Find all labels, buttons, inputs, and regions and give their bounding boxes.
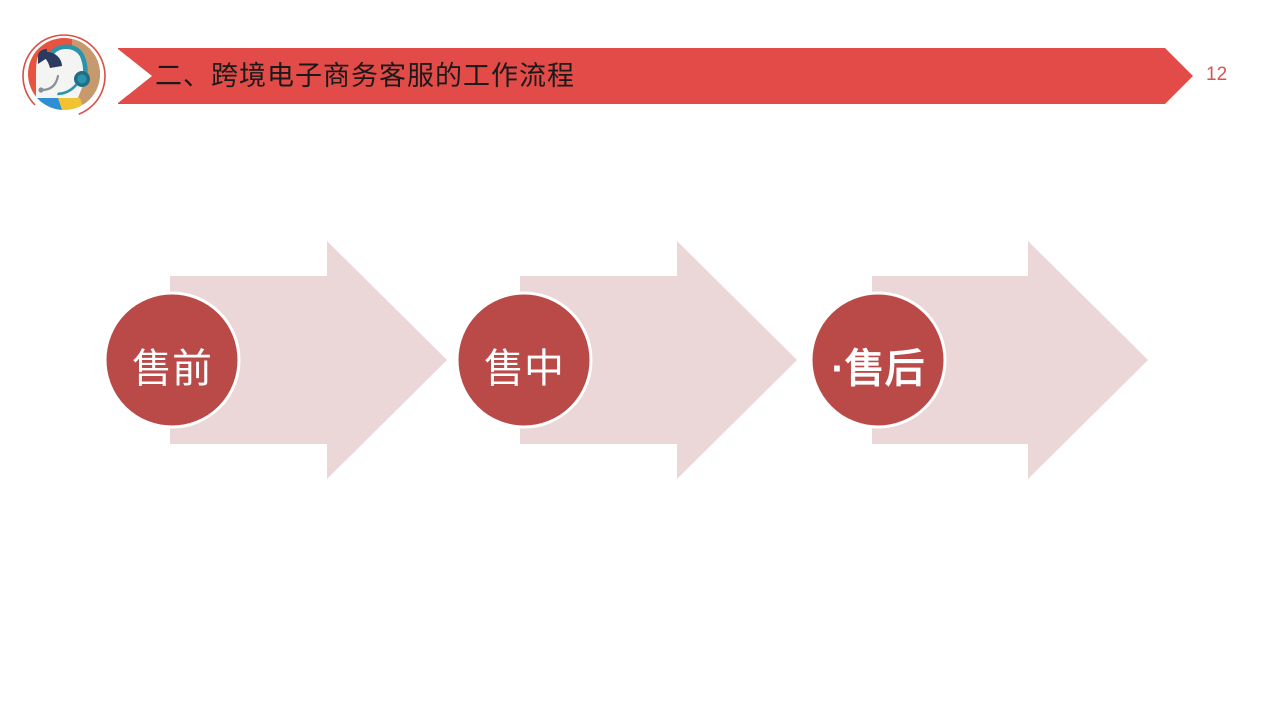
page-title: 二、跨境电子商务客服的工作流程 xyxy=(155,61,575,91)
flow-stage-label-2: 售中 xyxy=(484,347,564,391)
slide-header: 二、跨境电子商务客服的工作流程 12 xyxy=(0,0,1280,140)
flow-circle-3 xyxy=(809,291,947,429)
flow-circle-1 xyxy=(103,291,241,429)
customer-service-headset-logo-icon xyxy=(20,32,108,120)
flow-arrow-1 xyxy=(170,241,447,479)
title-banner xyxy=(118,48,1193,104)
flow-arrow-3 xyxy=(872,241,1148,479)
flow-arrow-2 xyxy=(520,241,797,479)
flow-circle-2 xyxy=(455,291,593,429)
flow-stage-label-1: 售前 xyxy=(132,347,212,391)
flow-stage-label-3: ·售后 xyxy=(831,347,925,391)
page-number: 12 xyxy=(1206,64,1228,85)
